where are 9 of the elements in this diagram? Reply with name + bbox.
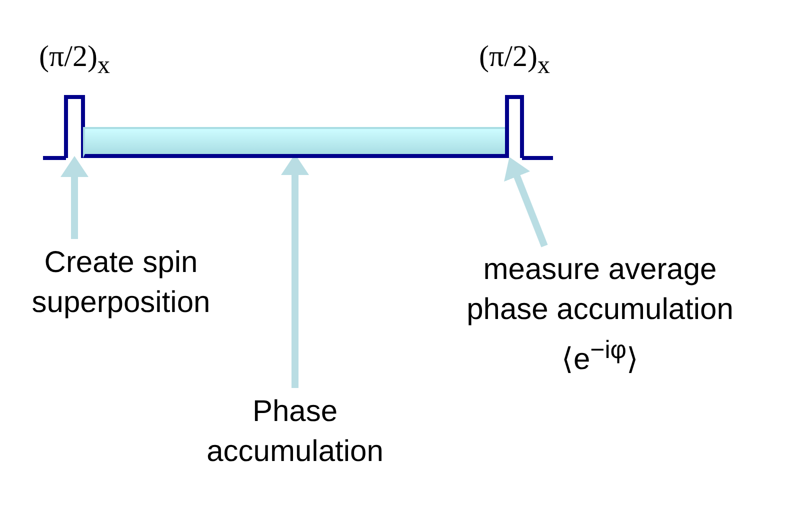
annotation-text: Create spin superposition <box>30 245 212 321</box>
annotation-text: ⟨e$^{−iφ}$⟩ <box>560 335 640 378</box>
annotation-text: Phase accumulation <box>206 394 384 470</box>
pulse-label: (π/2)$_{x}$ <box>478 40 551 80</box>
annotation-text: measure average phase accumulation <box>466 252 734 328</box>
pulse-label: (π/2)$_{x}$ <box>38 40 111 80</box>
arrow <box>60 156 88 239</box>
arrow <box>504 156 548 248</box>
phase-bar <box>83 127 507 158</box>
